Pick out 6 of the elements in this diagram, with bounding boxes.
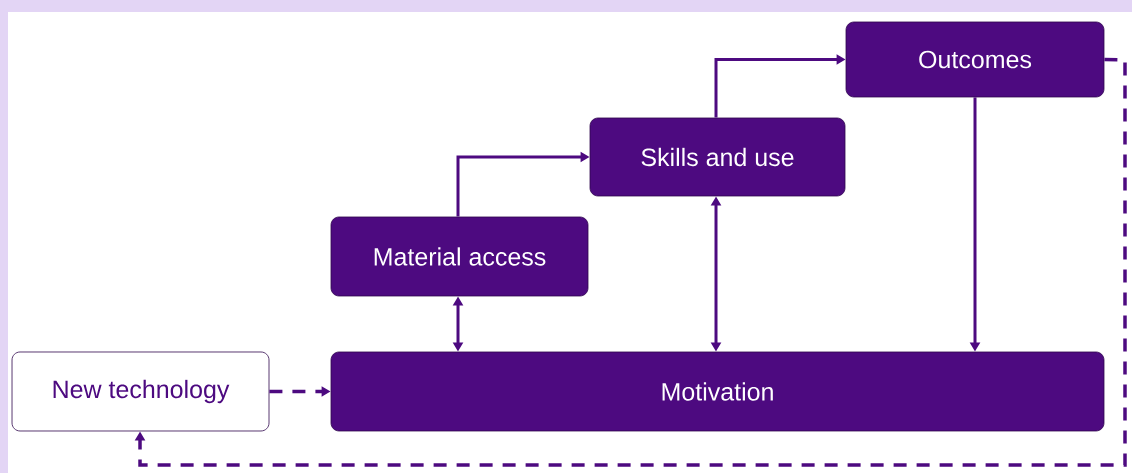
arrow — [134, 57, 1127, 467]
process-box: Motivation — [330, 351, 1105, 432]
process-box: Material access — [330, 216, 589, 297]
process-box: Skills and use — [589, 117, 846, 197]
process-box: New technology — [11, 351, 270, 432]
process-box: Outcomes — [845, 21, 1105, 98]
